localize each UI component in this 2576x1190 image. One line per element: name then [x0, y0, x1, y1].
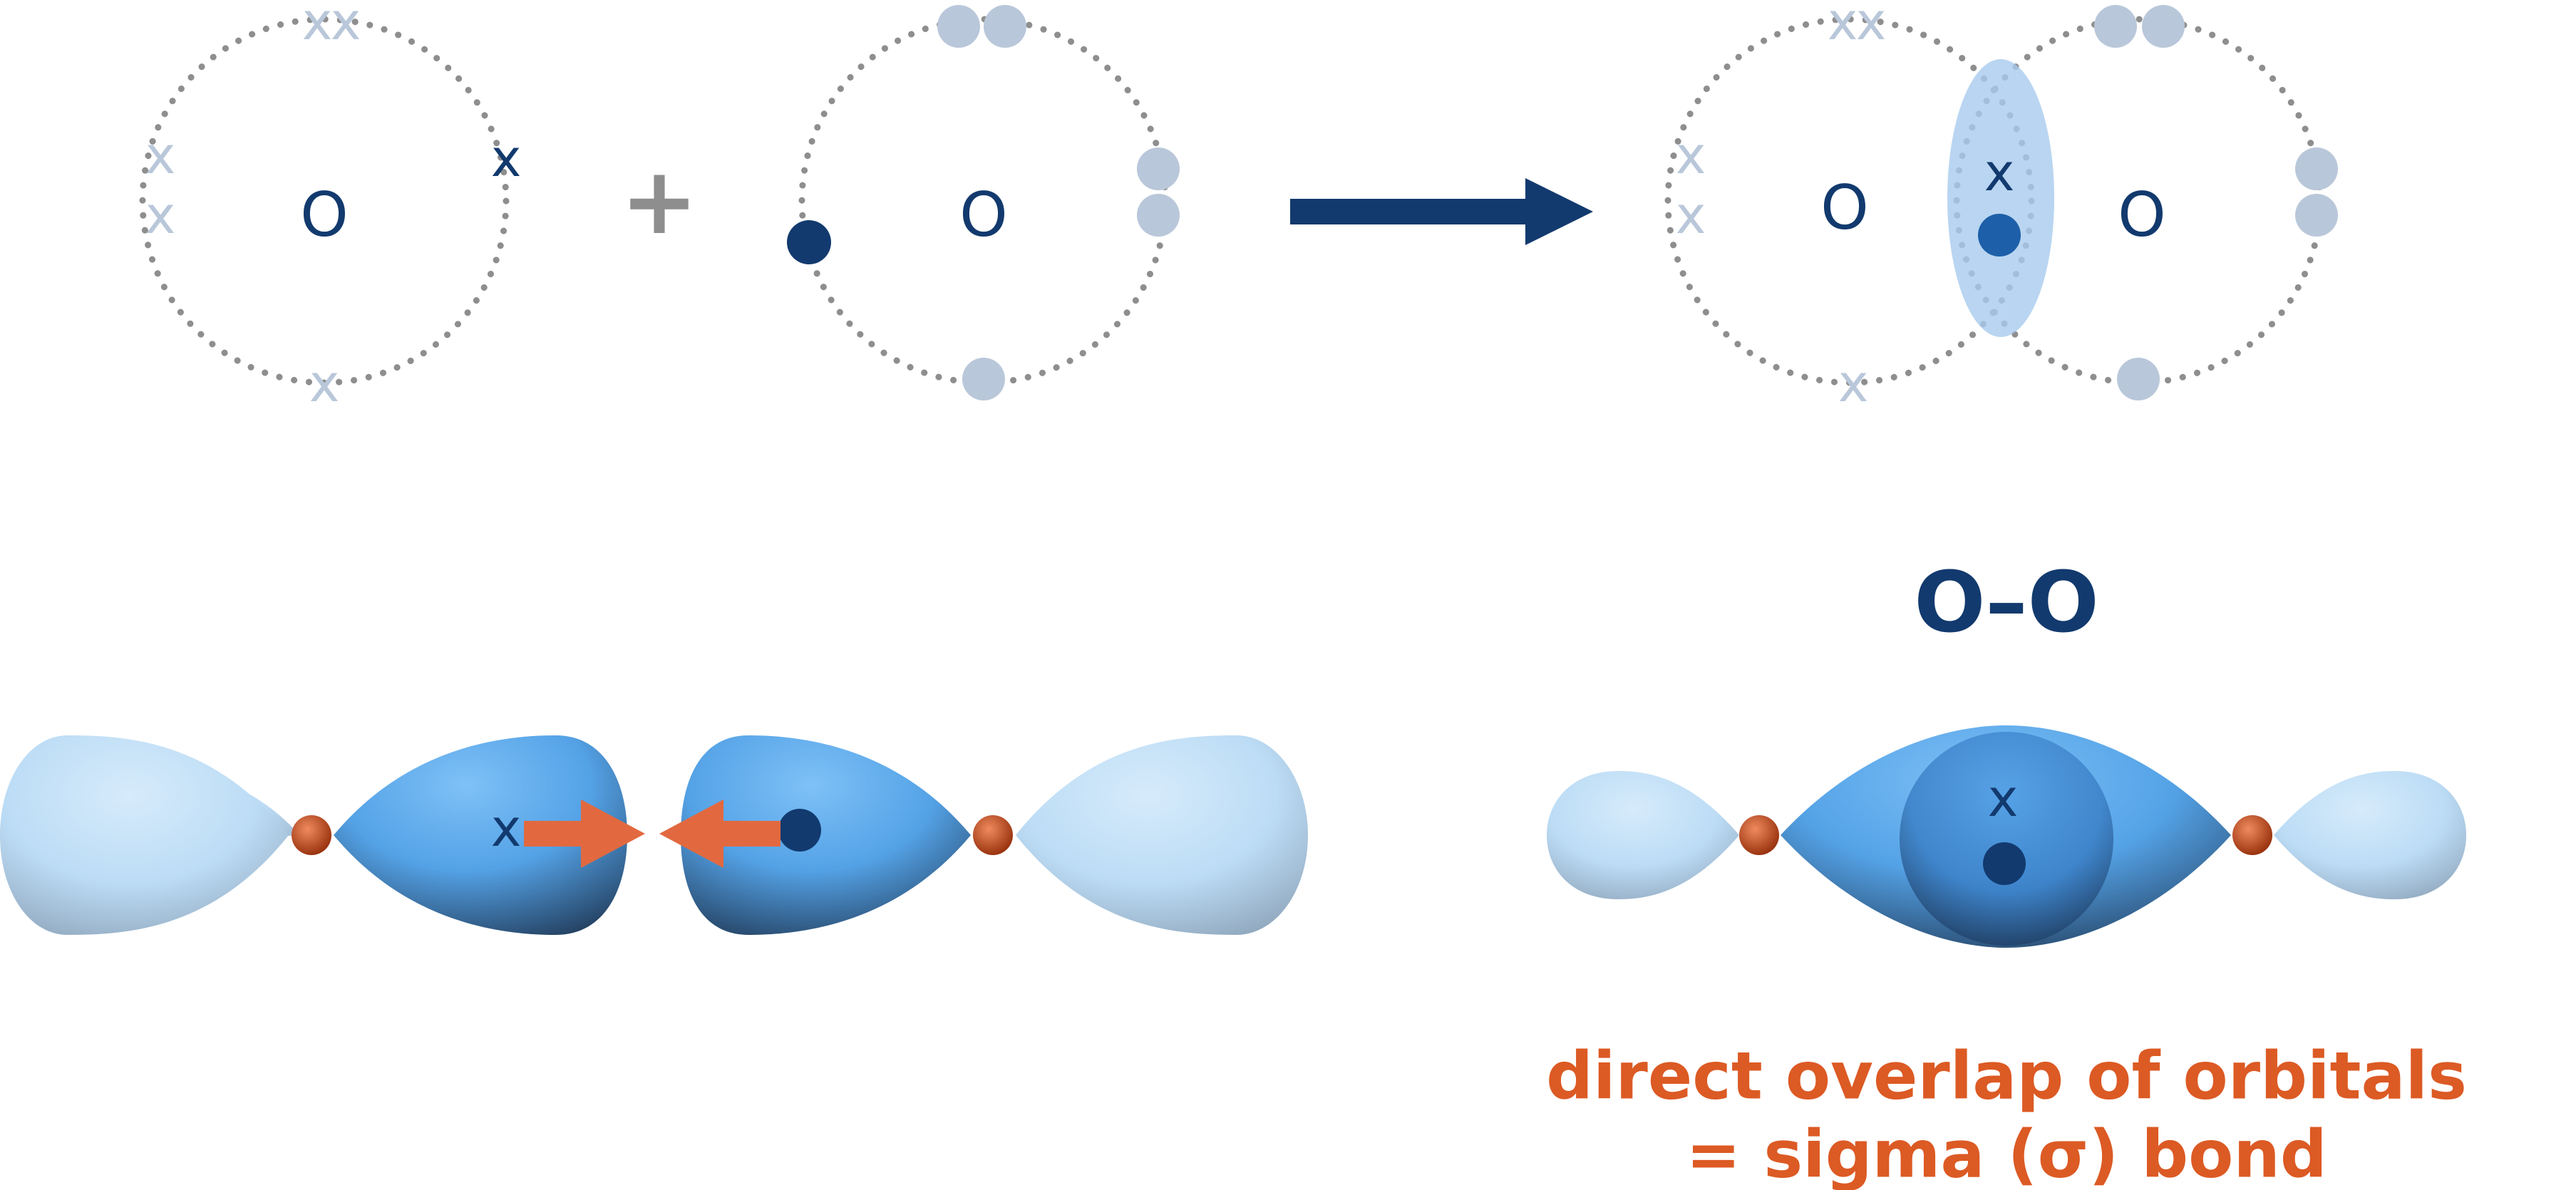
atom-symbol: O [959, 180, 1008, 251]
product-molecule: O O x x x x x x [1664, 0, 2338, 413]
atom-symbol-left: O [1820, 172, 1869, 244]
caption-line-1: direct overlap of orbitals [1546, 1038, 2467, 1114]
bonding-electron-dot [787, 220, 831, 264]
nucleus-right [973, 815, 1013, 855]
back-lobe-right [2274, 771, 2466, 899]
lone-electron-cross: x [145, 125, 176, 185]
lone-electron-cross: x [1676, 125, 1706, 185]
shared-electron-dot [1978, 214, 2021, 257]
lone-electron-cross: x [309, 353, 340, 413]
orbital-electron-cross: x [491, 798, 522, 858]
lone-electron-cross: x [302, 0, 333, 51]
lone-electron-dot [2117, 358, 2160, 400]
reaction-arrow [1290, 178, 1593, 245]
lone-electron-cross: x [331, 0, 361, 51]
separated-p-orbitals: x [0, 735, 1308, 935]
arrow-head [1525, 178, 1593, 245]
left-oxygen-atom: O x x x x x x [139, 0, 522, 413]
plus-sign: + [621, 147, 699, 255]
lone-electron-cross: x [1676, 185, 1706, 245]
lone-electron-cross: x [145, 185, 176, 245]
shared-cross: x [1988, 768, 2019, 828]
lone-electron-dot [937, 5, 980, 48]
shared-electron-cross: x [1984, 143, 2015, 202]
approach-arrow-right [524, 800, 645, 868]
lone-electron-dot [2142, 5, 2185, 48]
shared-electron-cloud [1900, 732, 2113, 946]
caption-line-2: = sigma (σ) bond [1686, 1117, 2327, 1190]
lone-electron-dot [962, 358, 1005, 400]
right-oxygen-atom: O [787, 5, 1180, 400]
product-formula: O–O [1914, 553, 2099, 651]
sigma-bond-orbital: x [1547, 725, 2466, 948]
back-lobe-left [1547, 771, 1739, 899]
nucleus-left [1739, 815, 1779, 855]
nucleus-right [2232, 815, 2272, 855]
atom-symbol: O [300, 180, 349, 251]
lone-electron-dot [2295, 194, 2338, 237]
bonding-lobe-right [681, 735, 971, 935]
lone-electron-dot [984, 5, 1026, 48]
bonding-electron-cross: x [491, 128, 522, 188]
lone-electron-dot [1137, 194, 1180, 237]
lone-electron-cross: x [1838, 353, 1869, 413]
orbit-ring [139, 16, 510, 386]
shared-pair-highlight [1947, 59, 2054, 337]
back-lobe-left [0, 735, 289, 935]
approach-arrow-left [659, 800, 780, 868]
bonding-lobe-left [334, 735, 627, 935]
lone-electron-dot [1137, 148, 1180, 190]
orbital-electron-dot [778, 809, 821, 852]
lone-electron-cross: x [1856, 0, 1887, 51]
back-lobe-right [1016, 735, 1308, 935]
nucleus-left [292, 815, 331, 855]
atom-symbol-right: O [2118, 180, 2166, 251]
shared-dot [1983, 842, 2026, 885]
lone-electron-dot [2094, 5, 2137, 48]
lone-electron-dot [2295, 148, 2338, 190]
lone-electron-cross: x [1828, 0, 1858, 51]
arrow-shaft [1290, 199, 1532, 224]
